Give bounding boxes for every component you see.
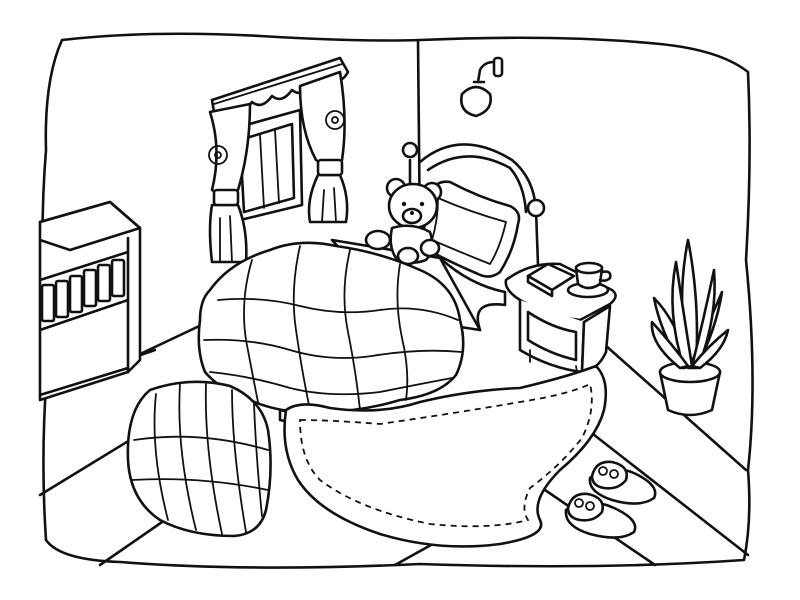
page-frame [41, 32, 754, 569]
potted-plant [650, 238, 730, 417]
slipper-back [588, 460, 657, 505]
tea-cup [566, 261, 612, 299]
bean-bag [126, 380, 272, 538]
floor-board-5 [573, 418, 750, 557]
slipper-front [564, 492, 637, 539]
wall-lamp [460, 56, 504, 118]
floor-board-2 [98, 518, 167, 567]
floor-board-1 [38, 438, 132, 497]
oval-rug [283, 364, 608, 548]
books [40, 258, 126, 323]
bookshelf [38, 200, 142, 402]
window-with-curtains [208, 56, 350, 264]
teddy-bear [364, 177, 443, 266]
slippers [564, 460, 657, 539]
book [526, 262, 576, 298]
